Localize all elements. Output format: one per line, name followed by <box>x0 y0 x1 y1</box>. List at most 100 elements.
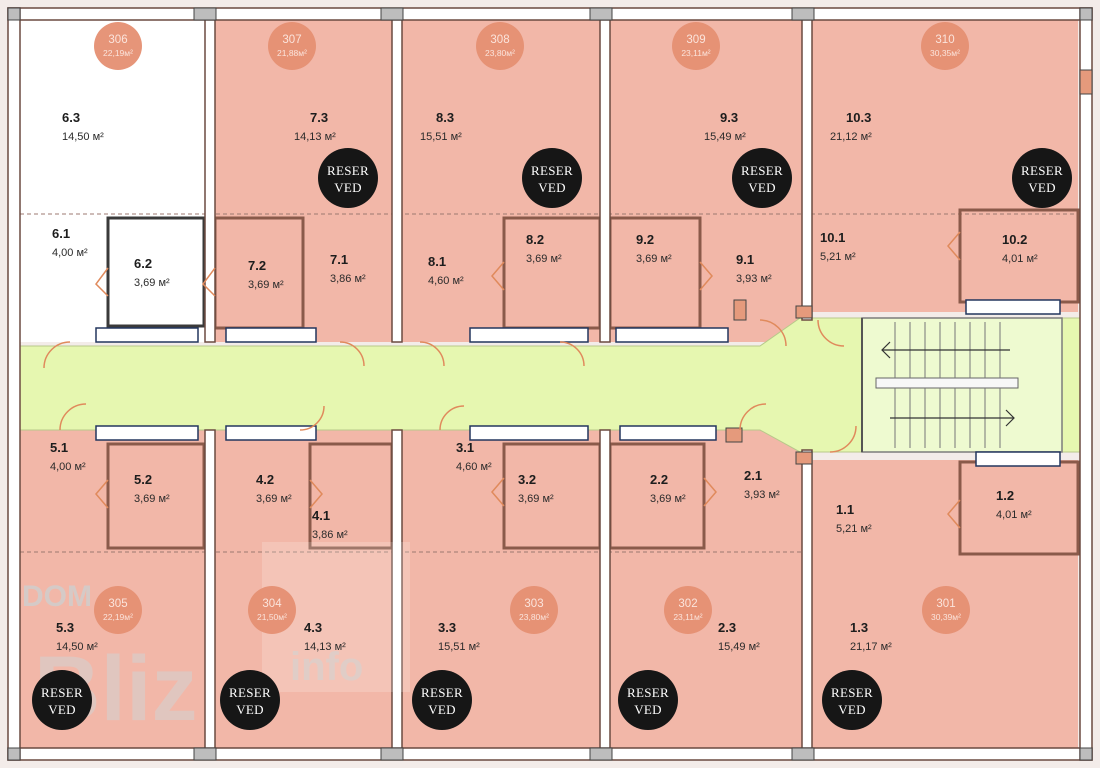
room-label: 5.3 <box>56 620 74 635</box>
room-9-3[interactable]: 9.315,49 м² <box>704 110 746 143</box>
reserved-text-line1: RESER <box>627 685 669 700</box>
room-4-1[interactable]: 4.1 3,86 м² <box>312 508 348 541</box>
room-area: 4,01 м² <box>996 509 1032 521</box>
dashed-dividers <box>20 213 1078 553</box>
room-label: 5.2 <box>134 472 152 487</box>
room-label: 4.1 <box>312 508 330 523</box>
room-label: 6.2 <box>134 256 152 271</box>
room-label: 10.1 <box>820 230 845 245</box>
room-label: 1.2 <box>996 488 1014 503</box>
room-area: 5,21 м² <box>820 251 856 263</box>
unit-badge-302[interactable]: 302 23,11м² <box>664 586 712 634</box>
room-label: 1.1 <box>836 502 854 517</box>
room-10-1[interactable]: 10.1 5,21 м² <box>820 230 856 263</box>
unit-badge-circle <box>664 586 712 634</box>
staircase <box>861 317 1063 453</box>
room-label: 2.1 <box>744 468 762 483</box>
room-2-2[interactable]: 2.2 3,69 м² <box>650 472 686 505</box>
room-4-2[interactable]: 4.23,69 м² <box>256 472 292 505</box>
room-area: 3,93 м² <box>744 489 780 501</box>
room-area: 3,69 м² <box>526 253 562 265</box>
room-area: 3,69 м² <box>134 277 170 289</box>
room-10-2[interactable]: 10.24,01 м² <box>1002 232 1038 265</box>
unit-badge-circle <box>94 586 142 634</box>
unit-badge-circle <box>476 22 524 70</box>
room-5-3[interactable]: 5.314,50 м² <box>56 620 98 653</box>
unit-area: 23,11м² <box>673 612 702 622</box>
room-area: 5,21 м² <box>836 523 872 535</box>
room-9-1[interactable]: 9.13,93 м² <box>736 252 772 285</box>
reserved-circle <box>318 148 378 208</box>
door-swings <box>43 231 961 529</box>
room-8-3[interactable]: 8.315,51 м² <box>420 110 462 143</box>
room-5-1[interactable]: 5.14,00 м² <box>50 440 86 473</box>
watermark-line3: info <box>290 645 363 689</box>
room-6-1[interactable]: 6.14,00 м² <box>52 226 88 259</box>
room-label: 9.2 <box>636 232 654 247</box>
unit-number: 304 <box>262 598 282 610</box>
room-area: 21,17 м² <box>850 641 892 653</box>
room-8-1[interactable]: 8.14,60 м² <box>428 254 464 287</box>
room-1-1[interactable]: 1.1 5,21 м² <box>836 502 872 535</box>
room-label: 2.2 <box>650 472 668 487</box>
room-6-2[interactable]: 6.2 3,69 м² <box>134 256 170 289</box>
room-label: 3.3 <box>438 620 456 635</box>
reserved-text-line2: VED <box>838 702 866 717</box>
wall-columns <box>7 7 1093 761</box>
room-label: 6.1 <box>52 226 70 241</box>
room-8-2[interactable]: 8.23,69 м² <box>526 232 562 265</box>
room-1-2[interactable]: 1.2 4,01 м² <box>996 488 1032 521</box>
room-10-3[interactable]: 10.321,12 м² <box>830 110 872 143</box>
reserved-text-line2: VED <box>334 180 362 195</box>
room-4-3[interactable]: 4.314,13 м² <box>304 620 346 653</box>
room-label: 7.2 <box>248 258 266 273</box>
room-3-3[interactable]: 3.315,51 м² <box>438 620 480 653</box>
room-7-2[interactable]: 7.23,69 м² <box>248 258 284 291</box>
unit-badge-circle <box>510 586 558 634</box>
room-area: 4,60 м² <box>456 461 492 473</box>
room-7-3[interactable]: 7.314,13 м² <box>294 110 336 143</box>
bathroom-walls <box>106 208 1080 556</box>
unit-number: 302 <box>678 598 697 610</box>
unit-area: 30,35м² <box>930 48 960 58</box>
unit-area: 22,19м² <box>103 48 133 58</box>
reserved-text-line2: VED <box>538 180 566 195</box>
room-2-1[interactable]: 2.1 3,93 м² <box>744 468 780 501</box>
reserved-circle <box>618 670 678 730</box>
room-2-3[interactable]: 2.315,49 м² <box>718 620 760 653</box>
room-9-2[interactable]: 9.2 3,69 м² <box>636 232 672 265</box>
room-area: 15,49 м² <box>718 641 760 653</box>
reserved-text-line1: RESER <box>229 685 271 700</box>
room-3-1[interactable]: 3.1 4,60 м² <box>456 440 492 473</box>
room-area: 3,69 м² <box>650 493 686 505</box>
unit-badge-circle <box>268 22 316 70</box>
room-7-1[interactable]: 7.13,86 м² <box>330 252 366 285</box>
room-label: 3.1 <box>456 440 474 455</box>
reserved-circle <box>822 670 882 730</box>
room-5-2[interactable]: 5.23,69 м² <box>134 472 170 505</box>
room-label: 6.3 <box>62 110 80 125</box>
reserved-text-line1: RESER <box>421 685 463 700</box>
room-area: 3,69 м² <box>636 253 672 265</box>
room-3-2[interactable]: 3.23,69 м² <box>518 472 554 505</box>
reserved-circle <box>1012 148 1072 208</box>
room-1-3[interactable]: 1.321,17 м² <box>850 620 892 653</box>
room-area: 3,86 м² <box>312 529 348 541</box>
room-6-3[interactable]: 6.314,50 м² <box>62 110 104 143</box>
room-label: 10.2 <box>1002 232 1027 247</box>
